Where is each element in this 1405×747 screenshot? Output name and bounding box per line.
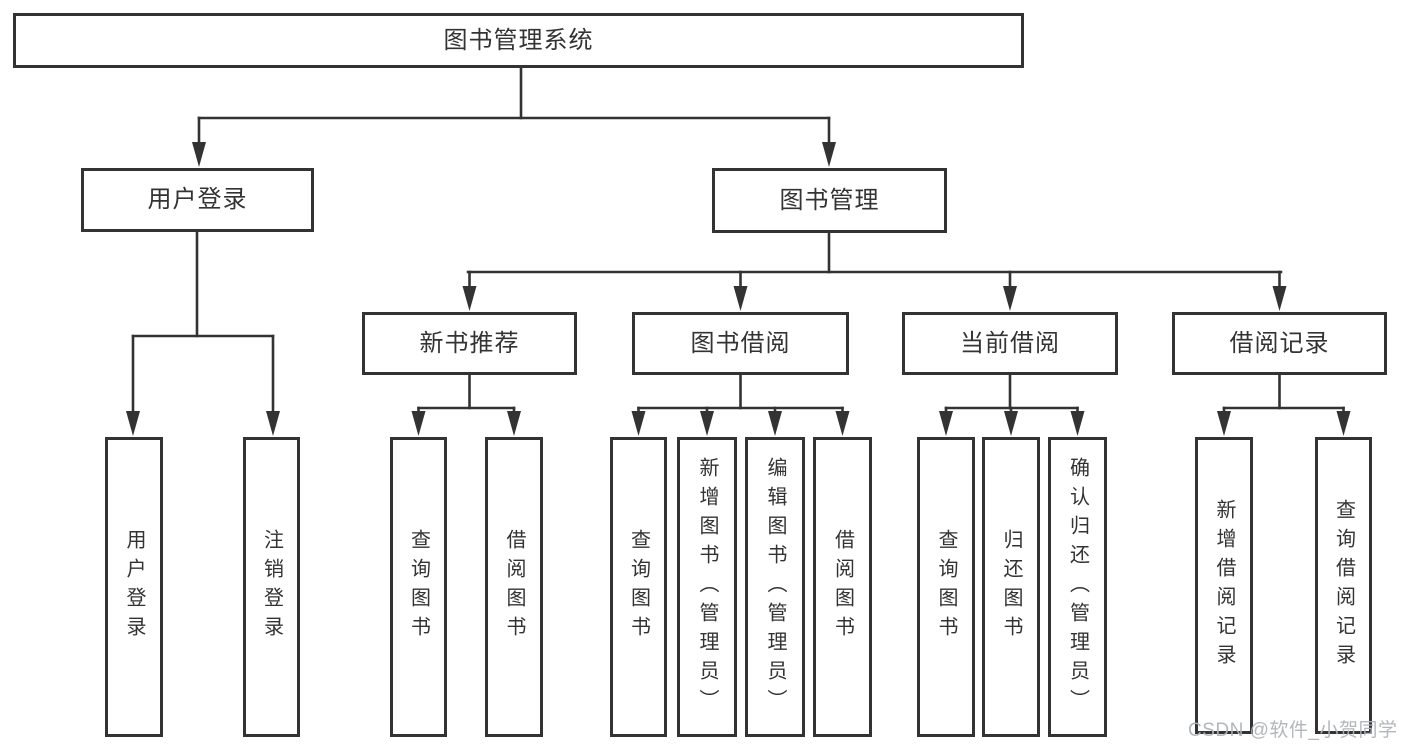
node-label: 当前借阅	[960, 329, 1060, 357]
leaf-label: 借阅图书	[503, 529, 525, 645]
node-user-login: 用户登录	[81, 168, 314, 232]
node-label: 图书借阅	[690, 329, 791, 357]
leaf-label: 确认归还（管理员）	[1066, 456, 1089, 718]
node-new-book-recommend: 新书推荐	[362, 312, 577, 375]
node-borrowing-records: 借阅记录	[1172, 312, 1387, 375]
node-book-borrowing: 图书借阅	[632, 312, 849, 375]
leaf-label: 用户登录	[123, 529, 145, 645]
leaf-add-books-admin: 新增图书（管理员）	[677, 437, 737, 737]
node-current-borrowing: 当前借阅	[902, 312, 1118, 375]
leaf-edit-books-admin: 编辑图书（管理员）	[745, 437, 805, 737]
leaf-query-books-current: 查询图书	[917, 437, 975, 737]
leaf-label: 查询图书	[627, 529, 650, 645]
leaf-label: 归还图书	[1000, 529, 1022, 645]
leaf-label: 查询借阅记录	[1332, 498, 1355, 673]
node-book-management: 图书管理	[712, 168, 947, 233]
leaf-user-login: 用户登录	[105, 437, 163, 737]
leaf-label: 编辑图书（管理员）	[764, 456, 786, 718]
csdn-watermark: CSDN @软件_小贺同学	[1188, 720, 1398, 741]
leaf-label: 查询图书	[935, 529, 957, 645]
node-label: 新书推荐	[419, 329, 520, 357]
leaf-add-borrow-record: 新增借阅记录	[1195, 437, 1253, 734]
leaf-label: 新增图书（管理员）	[696, 456, 718, 718]
leaf-label: 新增借阅记录	[1213, 498, 1235, 673]
leaf-logout: 注销登录	[243, 437, 300, 737]
leaf-label: 借阅图书	[831, 529, 854, 645]
leaf-borrow-books-borrowing: 借阅图书	[813, 437, 872, 737]
leaf-label: 查询图书	[407, 529, 430, 645]
node-library-management-system: 图书管理系统	[13, 13, 1024, 68]
leaf-return-books: 归还图书	[982, 437, 1040, 737]
leaf-query-borrow-record: 查询借阅记录	[1315, 437, 1372, 734]
leaf-query-books-borrowing: 查询图书	[610, 437, 667, 737]
node-label: 借阅记录	[1229, 329, 1330, 357]
leaf-confirm-return-admin: 确认归还（管理员）	[1048, 437, 1107, 737]
leaf-label: 注销登录	[260, 529, 283, 645]
leaf-borrow-books-recommend: 借阅图书	[485, 437, 543, 737]
node-label: 用户登录	[147, 186, 248, 213]
leaf-query-books-recommend: 查询图书	[390, 437, 447, 737]
node-label: 图书管理	[779, 186, 880, 214]
node-label: 图书管理系统	[443, 26, 594, 54]
